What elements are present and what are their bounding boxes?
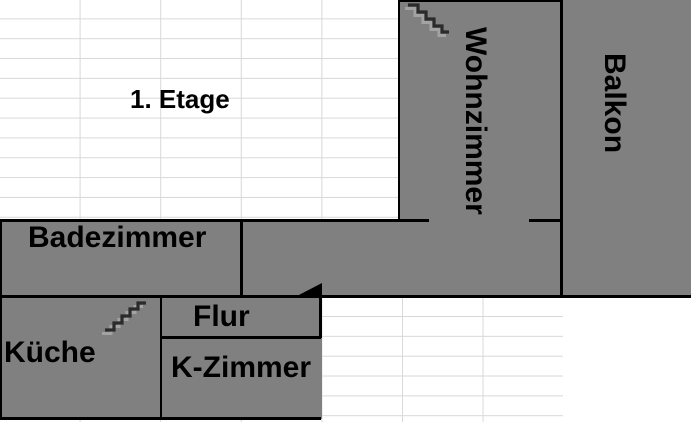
room-label-k-zimmer: K-Zimmer (171, 351, 312, 384)
wall-main-horizontal (0, 295, 691, 298)
room-badezimmer (0, 219, 242, 297)
room-corridor (240, 219, 562, 297)
room-label-wohnzimmer: Wohnzimmer (459, 27, 492, 215)
wall-outer-left (0, 219, 2, 419)
wall-corridor-top (0, 219, 429, 222)
wall-wohnzimmer-left (398, 0, 400, 221)
room-wohnzimmer (400, 0, 562, 221)
floor-title: 1. Etage (130, 84, 230, 114)
wall-badezimmer-right (240, 219, 243, 297)
wall-flur-bottom (160, 336, 321, 339)
blank-area (563, 298, 691, 422)
wall-kueche-right (159, 295, 162, 419)
room-label-kueche: Küche (4, 336, 96, 369)
room-flur (160, 297, 322, 338)
stairs-down-icon (405, 3, 449, 37)
wall-balkon-left (560, 0, 563, 298)
room-k-zimmer (160, 338, 322, 419)
room-kueche (0, 297, 162, 419)
room-label-balkon: Balkon (598, 53, 631, 154)
wall-outer-bottom (0, 417, 321, 420)
wall-wohnzimmer-bottom-right (529, 219, 562, 222)
wall-wohnzimmer-top (398, 0, 562, 2)
room-label-badezimmer: Badezimmer (28, 221, 207, 254)
room-balkon (562, 0, 691, 297)
room-label-flur: Flur (193, 300, 250, 333)
wall-flur-right (319, 295, 322, 338)
stairs-up-icon (102, 301, 146, 335)
